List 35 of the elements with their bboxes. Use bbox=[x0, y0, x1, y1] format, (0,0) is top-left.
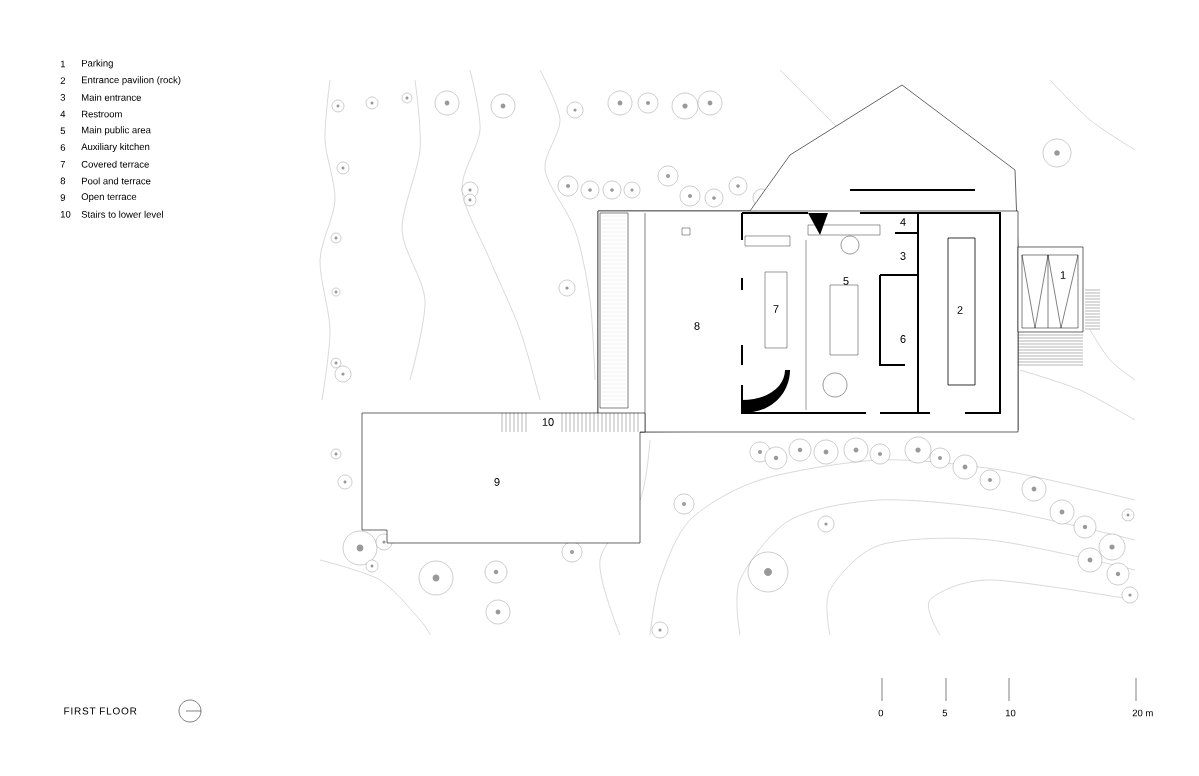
legend-text: Main public area bbox=[82, 126, 151, 136]
legend-text: Pool and terrace bbox=[82, 177, 151, 185]
legend-number: 8 bbox=[60, 177, 66, 185]
callout-number: 7 bbox=[773, 305, 779, 313]
legend-number: 4 bbox=[60, 110, 66, 118]
callout-number: 5 bbox=[843, 277, 849, 285]
legend-number: 3 bbox=[60, 94, 66, 101]
callout-number: 1 bbox=[1060, 271, 1066, 279]
legend-text: Restroom bbox=[82, 110, 122, 118]
callout-number: 2 bbox=[957, 306, 963, 314]
scale-label: 0 bbox=[878, 709, 884, 717]
legend-number: 6 bbox=[60, 144, 66, 151]
legend-text: Entrance pavilion (rock) bbox=[82, 76, 181, 86]
legend-number: 10 bbox=[60, 210, 71, 218]
legend-number: 9 bbox=[60, 194, 66, 201]
legend-number: 1 bbox=[60, 60, 66, 68]
scale-label: 20 m bbox=[1132, 709, 1153, 717]
legend-number: 5 bbox=[60, 127, 66, 135]
callout-number: 6 bbox=[900, 335, 906, 343]
legend-text: Auxiliary kitchen bbox=[81, 143, 150, 152]
callout-number: 3 bbox=[900, 252, 906, 260]
scale-label: 10 bbox=[1005, 709, 1016, 717]
legend-text: Main entrance bbox=[82, 93, 141, 101]
callout-number: 9 bbox=[494, 478, 500, 486]
legend-text: Parking bbox=[82, 59, 113, 69]
scale-label: 5 bbox=[942, 709, 948, 717]
legend-text: Stairs to lower level bbox=[81, 210, 163, 218]
legend-text: Covered terrace bbox=[81, 160, 149, 168]
legend-number: 2 bbox=[60, 77, 66, 84]
legend-number: 7 bbox=[60, 160, 66, 168]
callout-number: 4 bbox=[900, 218, 906, 226]
legend-text: Open terrace bbox=[81, 193, 137, 202]
callout-number: 8 bbox=[694, 322, 700, 330]
callout-number: 10 bbox=[542, 418, 554, 426]
drawing-title: FIRST FLOOR bbox=[64, 707, 137, 715]
